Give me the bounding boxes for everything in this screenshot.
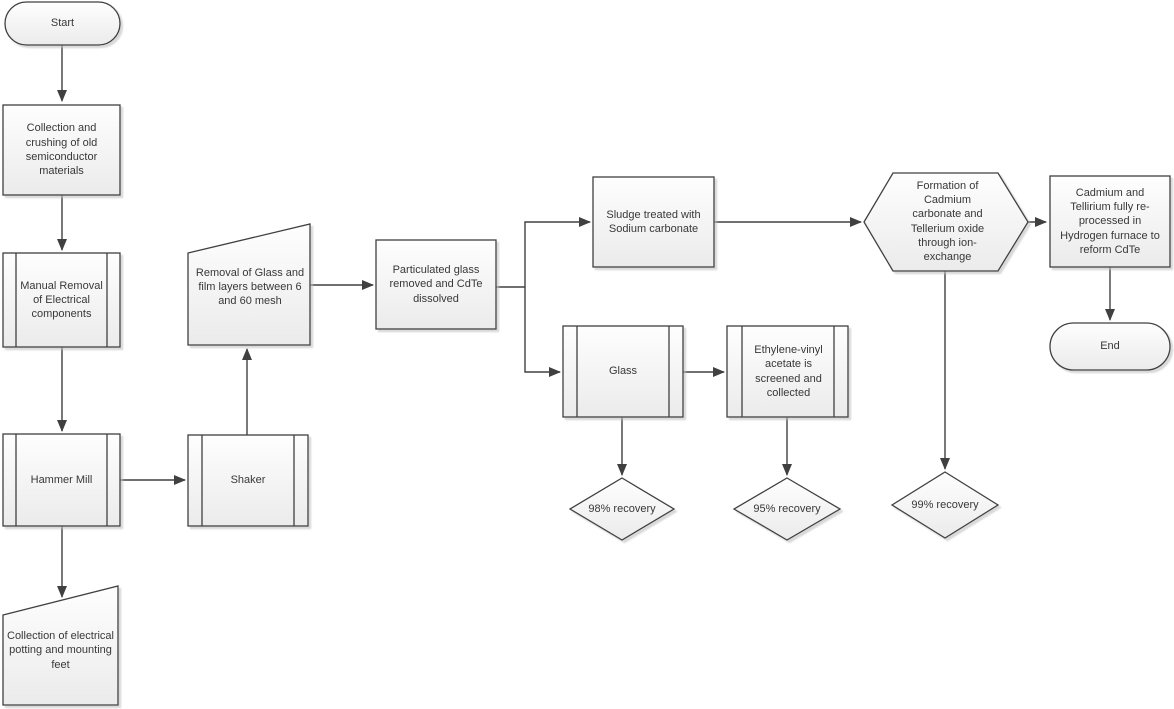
end-terminator-shape <box>1049 322 1171 371</box>
hammer-mill-predefined-process-shape <box>2 433 121 527</box>
removal-glass-card-shape <box>187 223 311 346</box>
collection-potting-card-shape <box>2 585 119 706</box>
recovery-98-decision-shape <box>568 477 676 541</box>
connector-layer <box>57 45 1115 598</box>
connector-particulated-to-sludge <box>524 217 591 287</box>
sludge-treated-process-shape <box>592 176 715 268</box>
recovery-99-decision-shape <box>890 471 1000 539</box>
reform-cdte-process-shape <box>1049 175 1171 268</box>
manual-removal-predefined-process-shape <box>2 252 121 348</box>
recovery-95-decision-shape <box>732 477 842 541</box>
start-terminator-shape <box>4 1 121 46</box>
particulated-glass-process-shape <box>375 239 497 330</box>
ion-exchange-hexagon-shape <box>863 172 1029 272</box>
shaker-predefined-process-shape <box>187 434 309 527</box>
glass-predefined-process-shape <box>562 325 684 418</box>
eva-predefined-process-shape <box>726 325 849 418</box>
connector-particulated-to-glass <box>524 287 561 377</box>
collection-crushing-process-shape <box>2 104 121 196</box>
